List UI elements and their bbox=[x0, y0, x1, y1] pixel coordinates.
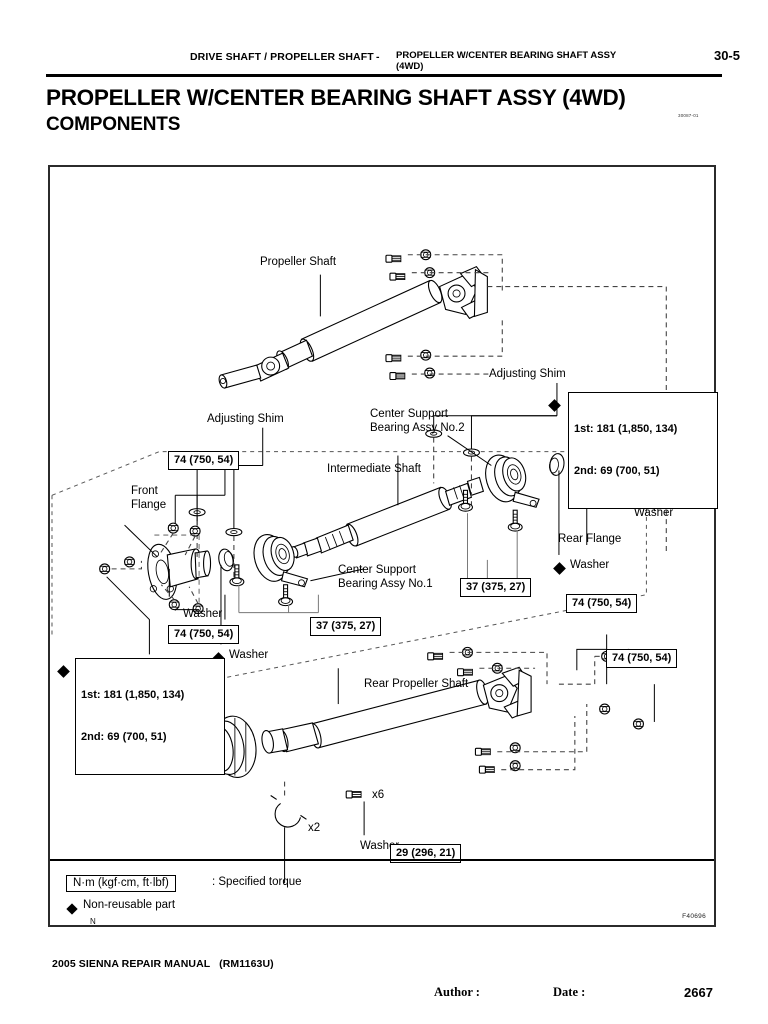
torque-box-37-right: 37 (375, 27) bbox=[460, 578, 532, 597]
label-propeller-shaft: Propeller Shaft bbox=[260, 256, 337, 268]
torque-box-74-left-low: 74 (750, 54) bbox=[168, 625, 240, 644]
figure-code: F40696 bbox=[682, 913, 706, 920]
label-center-support-bearing-no1: Center Support Bearing Assy No.1 bbox=[338, 564, 433, 590]
page-header: DRIVE SHAFT / PROPELLER SHAFT - PROPELLE… bbox=[0, 0, 768, 80]
front-flange-drawing bbox=[147, 543, 212, 600]
torque-box-29-bottom: 29 (296, 21) bbox=[390, 844, 462, 863]
torque-box-74-bottom-right-upper: 74 (750, 54) bbox=[566, 594, 638, 613]
footer-author-label: Author : bbox=[434, 985, 480, 999]
torque-box-two-stage-left: 1st: 181 (1,850, 134) 2nd: 69 (700, 51) bbox=[75, 658, 225, 775]
legend-n-mark: N bbox=[90, 917, 96, 926]
quantity-x2: x2 bbox=[308, 822, 321, 834]
page-title: PROPELLER W/CENTER BEARING SHAFT ASSY (4… bbox=[46, 85, 626, 110]
torque-left-line2: 2nd: 69 (700, 51) bbox=[81, 731, 167, 743]
adjusting-shim-washers-right bbox=[425, 429, 480, 506]
header-rule bbox=[46, 74, 722, 77]
torque-box-37-left: 37 (375, 27) bbox=[310, 617, 382, 636]
legend-torque-unit-box: N·m (kgf·cm, ft·lbf) bbox=[66, 875, 176, 892]
label-center-support-bearing-no2: Center Support Bearing Assy No.2 bbox=[370, 408, 465, 434]
torque-right-line1: 1st: 181 (1,850, 134) bbox=[574, 423, 678, 435]
breadcrumb-subsection: PROPELLER W/CENTER BEARING SHAFT ASSY (4… bbox=[396, 50, 617, 72]
torque-left-line1: 1st: 181 (1,850, 134) bbox=[81, 689, 185, 701]
intermediate-shaft-drawing bbox=[290, 476, 485, 559]
footer-date-label: Date : bbox=[553, 985, 586, 999]
adjusting-shim-washers-left bbox=[188, 508, 243, 580]
footer-page-number: 2667 bbox=[684, 985, 713, 1000]
label-washer-rear-lower: Washer bbox=[570, 559, 610, 571]
legend-non-reusable-text: Non-reusable part bbox=[83, 899, 176, 911]
legend-torque-meaning: : Specified torque bbox=[212, 876, 302, 888]
breadcrumb-separator: - bbox=[376, 51, 380, 63]
label-rear-propeller-shaft: Rear Propeller Shaft bbox=[364, 678, 469, 690]
torque-right-line2: 2nd: 69 (700, 51) bbox=[574, 465, 660, 477]
label-adjusting-shim-upper: Adjusting Shim bbox=[489, 368, 566, 380]
components-diagram: .ln { stroke:#000; stroke-width:1.1; fil… bbox=[48, 165, 718, 927]
torque-box-74-bottom-right-lower: 74 (750, 54) bbox=[606, 649, 678, 668]
breadcrumb-section: DRIVE SHAFT / PROPELLER SHAFT bbox=[190, 51, 374, 63]
label-adjusting-shim-lower: Adjusting Shim bbox=[207, 413, 284, 425]
label-washer-center: Washer bbox=[183, 608, 223, 620]
legend-divider bbox=[50, 859, 714, 861]
label-washer-front: Washer bbox=[229, 649, 269, 661]
label-washer-rear-upper: Washer bbox=[634, 507, 674, 519]
front-flange-hardware bbox=[99, 522, 204, 615]
torque-box-74-left: 74 (750, 54) bbox=[168, 451, 240, 470]
propeller-shaft-drawing bbox=[218, 266, 488, 389]
torque-box-two-stage-right: 1st: 181 (1,850, 134) 2nd: 69 (700, 51) bbox=[568, 392, 718, 509]
page-subtitle: COMPONENTS bbox=[46, 114, 181, 135]
label-washer-bottom: Washer bbox=[360, 840, 400, 852]
label-rear-flange: Rear Flange bbox=[558, 533, 622, 545]
document-code: 30087-01 bbox=[678, 113, 699, 118]
label-intermediate-shaft: Intermediate Shaft bbox=[327, 463, 421, 475]
quantity-x6: x6 bbox=[372, 789, 385, 801]
label-front-flange: Front Flange bbox=[131, 485, 167, 511]
dust-seal-drawing bbox=[218, 548, 234, 572]
center-support-bearing-no2-drawing bbox=[485, 454, 540, 508]
center-support-bearing-no1-drawing bbox=[253, 534, 309, 588]
footer-manual-title: 2005 SIENNA REPAIR MANUAL (RM1163U) bbox=[52, 958, 274, 970]
snap-ring-and-bolt bbox=[270, 781, 365, 883]
header-page-number: 30-5 bbox=[713, 48, 740, 63]
diagram-drawing: .ln { stroke:#000; stroke-width:1.1; fil… bbox=[51, 249, 705, 883]
